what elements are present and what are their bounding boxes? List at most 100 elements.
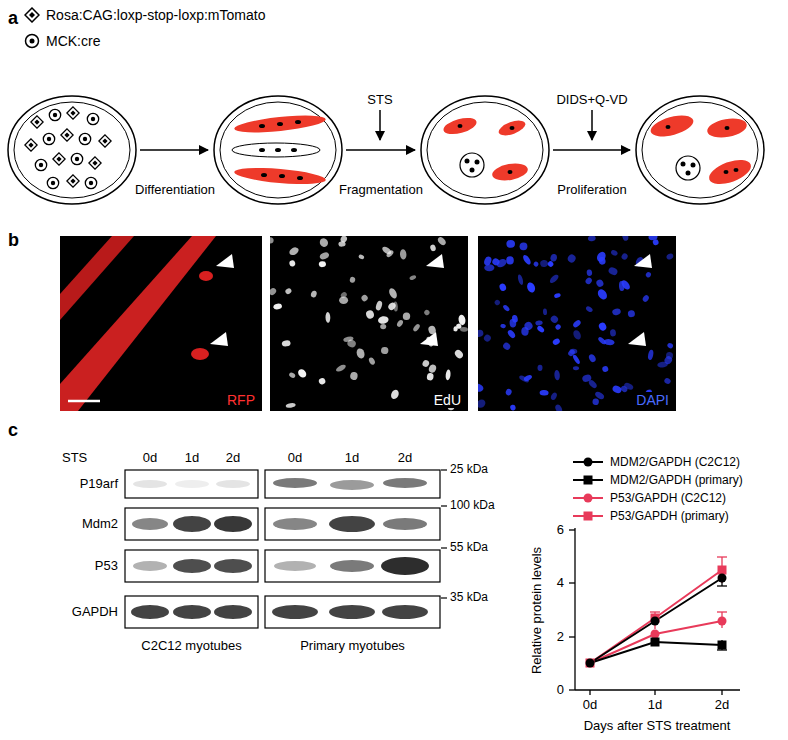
blot-bands-part [382, 605, 428, 619]
culture-dish-2-part [234, 165, 327, 187]
legend-text: P53/GAPDH (C2C12) [610, 491, 726, 505]
culture-dish-4-part [681, 162, 686, 167]
chart-series-part [590, 570, 722, 663]
chart-markers-part [651, 638, 660, 647]
mw-marker: 35 kDa [450, 591, 488, 605]
kda-ticks-part [441, 469, 447, 470]
culture-dish-4-part [642, 102, 758, 198]
legend-item: P53/GAPDH (C2C12) [572, 489, 726, 507]
culture-dish-4-part [706, 116, 749, 141]
legend-item: P53/GAPDH (primary) [572, 507, 729, 525]
culture-dish-4-part [706, 155, 754, 189]
process-arrows-part [591, 110, 593, 140]
time-point: 2d [226, 451, 240, 466]
culture-dish-2-part [259, 148, 265, 152]
panel-letter: b [8, 230, 19, 251]
blot-bands-part [132, 518, 168, 530]
axis-tick: 2d [715, 698, 729, 713]
chart-markers-part [718, 574, 727, 583]
chart-axes-part [569, 689, 575, 690]
culture-dish-2-part [220, 102, 336, 198]
time-point: 0d [288, 451, 302, 466]
legend-text: MDM2/GAPDH (C2C12) [610, 455, 740, 469]
chart-error-bars-part [717, 585, 727, 586]
culture-dish-1-part [99, 135, 111, 147]
culture-dish-2-part [214, 96, 342, 204]
culture-dish-3 [421, 96, 549, 204]
legend-text: MCK:cre [46, 33, 100, 49]
culture-dish-1-part [47, 177, 58, 188]
culture-dish-4-part [636, 96, 764, 204]
legend-line-marker [572, 492, 604, 504]
axis-tick: 4 [557, 576, 564, 591]
axis-tick: 2 [557, 630, 564, 645]
culture-dish-1-part [61, 129, 73, 141]
legend-item: Rosa:CAG:loxp-stop-loxp:mTomato [24, 6, 265, 24]
legend-item: MDM2/GAPDH (C2C12) [572, 453, 740, 471]
blot-bands-part [173, 559, 211, 573]
blot-strips-part [125, 470, 258, 498]
micrograph-panel: EdU [270, 236, 468, 411]
sample-label: C2C12 myotubes [141, 639, 241, 654]
culture-dish-3-part [458, 124, 463, 128]
step-label: Fragmentation [339, 183, 423, 198]
time-point: 1d [345, 451, 359, 466]
blot-bands-part [175, 480, 209, 488]
culture-dish-1-part [43, 133, 54, 144]
micrograph-svg [478, 236, 676, 411]
culture-dish-2-part [295, 120, 301, 124]
blot-bands [131, 478, 429, 619]
arrowhead-marker [216, 254, 234, 268]
culture-dish-1-part [8, 96, 136, 204]
culture-dish-1-part [53, 153, 65, 165]
axis-tick: 6 [557, 523, 564, 538]
axis-tick: 0 [557, 683, 564, 698]
panel-letter: a [8, 8, 18, 29]
scale-bar [68, 400, 100, 403]
culture-dish-4-part [724, 170, 729, 174]
blot-bands-part [214, 605, 252, 619]
blot-panel: Primary myotubes [265, 466, 440, 656]
blot-strips-part [265, 550, 440, 582]
culture-dish-3-part [465, 159, 470, 164]
arrowhead-marker [210, 332, 228, 346]
chart-axes [569, 528, 740, 695]
micrograph-svg [270, 236, 468, 411]
axis-title: Days after STS treatment [584, 719, 731, 734]
chart-markers-part [586, 659, 595, 668]
culture-dish-2 [214, 96, 342, 204]
culture-dish-1-part [49, 109, 60, 120]
chart-axes-part [569, 582, 575, 583]
chart-markers-part [718, 617, 727, 626]
blot-bands-part [133, 561, 167, 571]
panel-letter: c [8, 420, 18, 441]
step-label: Proliferation [557, 183, 626, 198]
treatment-label: DIDS+Q-VD [556, 93, 627, 108]
culture-dish-1-part [71, 153, 82, 164]
culture-dish-2-part [279, 174, 285, 178]
chart-series-part [590, 621, 722, 663]
culture-dish-3-part [460, 153, 484, 177]
micrograph-svg [60, 236, 262, 411]
blot-bands-part [330, 480, 374, 490]
chart-error-bars [650, 557, 727, 650]
blot-strips-part [265, 470, 440, 498]
culture-dish-1-part [14, 102, 130, 198]
chart-axes-part [569, 636, 575, 637]
legend-cell-symbol [24, 7, 40, 23]
chart-error-bars-part [650, 611, 660, 612]
channel-label: DAPI [634, 392, 671, 408]
blot-bands-part [383, 518, 427, 530]
mw-marker: 100 kDa [450, 499, 495, 513]
culture-dish-2-part [291, 148, 297, 152]
kda-ticks-part [441, 597, 447, 598]
legend-text: P53/GAPDH (primary) [610, 509, 729, 523]
blot-bands-part [133, 480, 167, 488]
culture-dish-4-part [734, 168, 739, 172]
chart-axes-part [569, 529, 575, 530]
arrowhead-marker [420, 332, 438, 346]
protein-label: P19arf [80, 477, 118, 492]
culture-dish-3-part [427, 102, 543, 198]
blot-strips-part [265, 596, 440, 628]
